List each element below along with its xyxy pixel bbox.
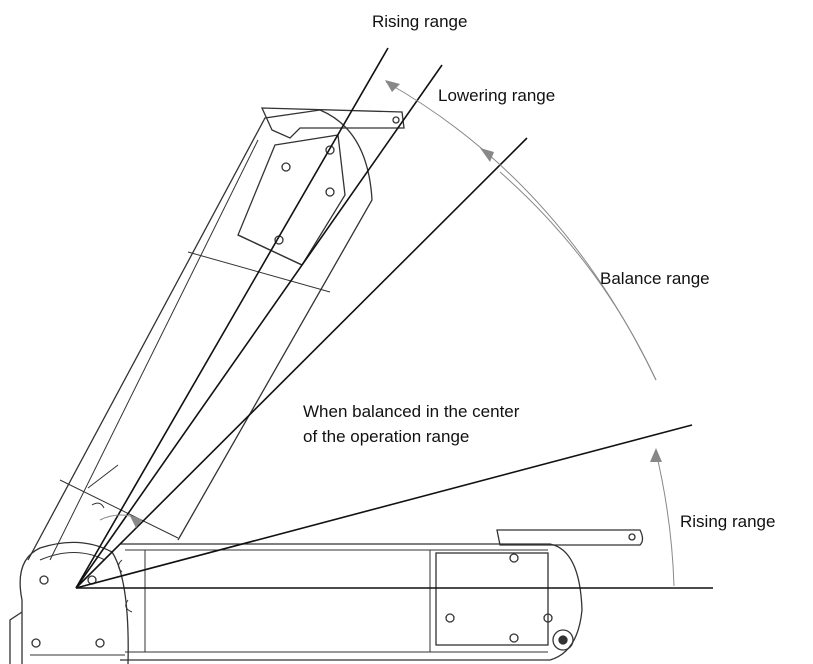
base-joint-left-edge xyxy=(9,611,23,664)
raised-arm-top-plate xyxy=(260,107,405,139)
label-balanced-center-line2: of the operation range xyxy=(303,427,470,446)
base-joint xyxy=(9,541,129,664)
balance-range-arc xyxy=(385,81,657,381)
raised-arm xyxy=(27,107,405,561)
raised-arm-cover-inner xyxy=(237,234,303,266)
horizontal-arm-roller-inner xyxy=(558,635,568,645)
raised-arm-screw-1 xyxy=(281,162,291,172)
horizontal-arm-screw-1 xyxy=(509,553,519,563)
label-lowering-range: Lowering range xyxy=(438,86,556,105)
lowering-range-line xyxy=(75,64,443,589)
range-lines xyxy=(75,47,713,589)
label-rising-range-right: Rising range xyxy=(680,512,776,531)
horizontal-arm-screw-4 xyxy=(509,633,519,643)
raised-arm-body xyxy=(27,109,373,561)
label-balanced-center-line1: When balanced in the center xyxy=(303,402,520,421)
raised-arm-plate-screw xyxy=(392,116,400,124)
horizontal-arm-body xyxy=(120,543,583,661)
raised-arm-screw-2 xyxy=(325,145,335,155)
base-joint-housing xyxy=(19,541,129,664)
raised-arm-hook-mark xyxy=(91,502,105,509)
arrow-balance-lower xyxy=(650,448,662,462)
horizontal-arm xyxy=(118,529,644,661)
rising-range-arc xyxy=(655,451,675,587)
raised-arm-lower-divider xyxy=(59,479,179,539)
raised-arm-cover-box xyxy=(237,134,346,266)
horizontal-arm-top-plate xyxy=(496,529,644,546)
horizontal-arm-plate-screw xyxy=(628,533,636,541)
balanced-center-line xyxy=(75,424,693,589)
raised-arm-screw-3 xyxy=(325,187,335,197)
arrow-pivot xyxy=(130,516,142,528)
rising-range-upper-line xyxy=(75,47,389,589)
horizontal-arm-screw-2 xyxy=(445,613,455,623)
base-joint-screw-1 xyxy=(39,575,49,585)
base-joint-inner-arc xyxy=(39,552,106,561)
base-joint-screw-3 xyxy=(31,638,41,648)
label-balanced-center: When balanced in the center of the opera… xyxy=(303,399,519,449)
horizontal-arm-screw-3 xyxy=(543,613,553,623)
horizontal-arm-cover-box xyxy=(435,552,549,646)
label-balance-range: Balance range xyxy=(600,269,710,288)
arrow-rising-top xyxy=(385,80,400,92)
range-arrows xyxy=(130,80,662,528)
balance-arc-tail xyxy=(499,171,657,381)
balance-range-upper-line xyxy=(75,137,528,589)
base-joint-screw-4 xyxy=(95,638,105,648)
pivot-small-arc xyxy=(99,514,143,521)
label-rising-range-top: Rising range xyxy=(372,12,468,31)
range-arcs xyxy=(99,81,675,587)
raised-arm-lower-divider-2 xyxy=(87,464,119,489)
horizontal-arm-roller-outer xyxy=(552,629,574,651)
arrow-lowering xyxy=(480,148,494,162)
raised-arm-inner-edge xyxy=(49,139,259,561)
